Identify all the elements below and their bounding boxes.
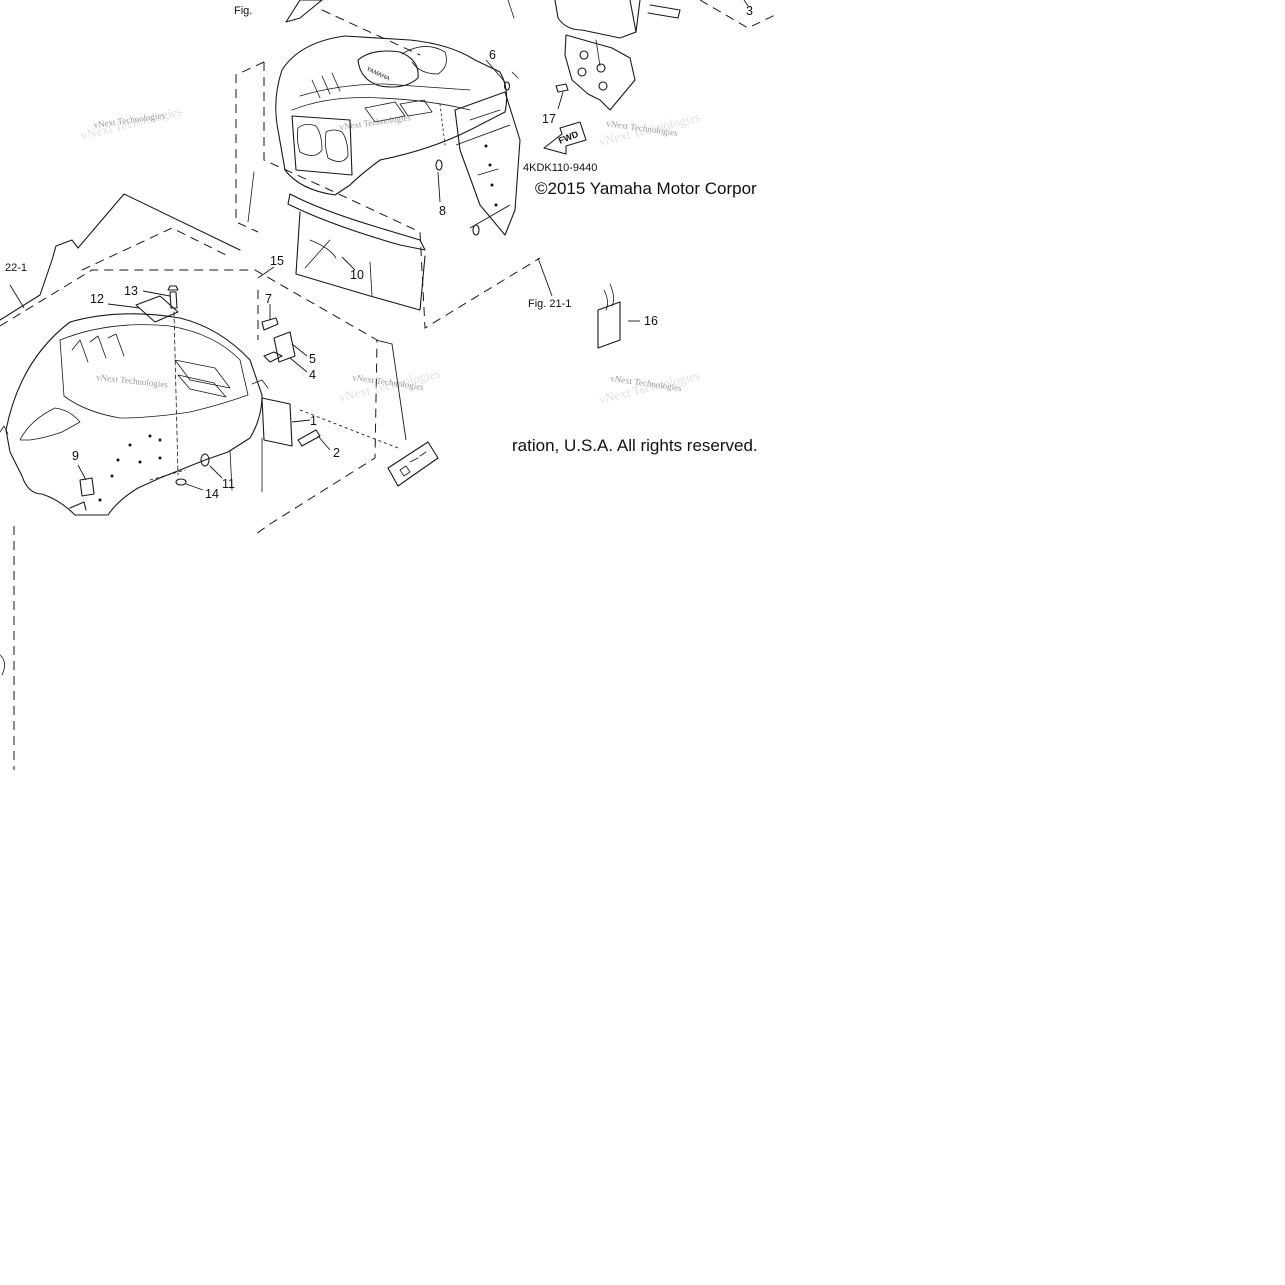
watermark-faint: vNext Technologies <box>597 109 701 149</box>
fig-ref-22-1: 22-1 <box>5 262 27 274</box>
callout-5: 5 <box>309 352 316 366</box>
callout-1: 1 <box>310 414 317 428</box>
callout-13: 13 <box>124 284 138 298</box>
front-fender-assembly: YAMAHA <box>235 0 541 329</box>
callout-3: 3 <box>746 4 753 18</box>
callout-2: 2 <box>333 446 340 460</box>
callout-17: 17 <box>542 112 556 126</box>
leader-lines <box>77 59 640 491</box>
callout-9: 9 <box>72 449 79 463</box>
handlebar-bracket <box>543 0 776 155</box>
callout-11: 11 <box>222 477 235 491</box>
fig-ref-21-1: Fig. 21-1 <box>528 298 571 310</box>
callout-7: 7 <box>265 292 272 306</box>
callout-numbers: 1 2 3 4 5 6 7 8 9 10 11 12 13 14 15 16 1… <box>72 4 753 501</box>
callout-15: 15 <box>270 254 284 268</box>
callout-12: 12 <box>90 292 104 306</box>
callout-16: 16 <box>644 314 658 328</box>
callout-10: 10 <box>350 268 364 282</box>
rear-fender-assembly <box>0 193 621 770</box>
watermark: vNext Technologies <box>339 112 412 132</box>
copyright-line-1: ©2015 Yamaha Motor Corpor <box>535 179 757 198</box>
fig-label: Fig. <box>234 5 252 17</box>
callout-4: 4 <box>309 368 316 382</box>
callout-14: 14 <box>205 487 219 501</box>
callout-8: 8 <box>439 204 446 218</box>
callout-6: 6 <box>489 48 496 62</box>
copyright-line-2: ration, U.S.A. All rights reserved. <box>512 436 758 455</box>
watermarks: vNext Technologies vNext Technologies vN… <box>79 103 701 407</box>
watermark: vNext Technologies <box>96 372 169 390</box>
part-code: 4KDK110-9440 <box>523 162 597 174</box>
